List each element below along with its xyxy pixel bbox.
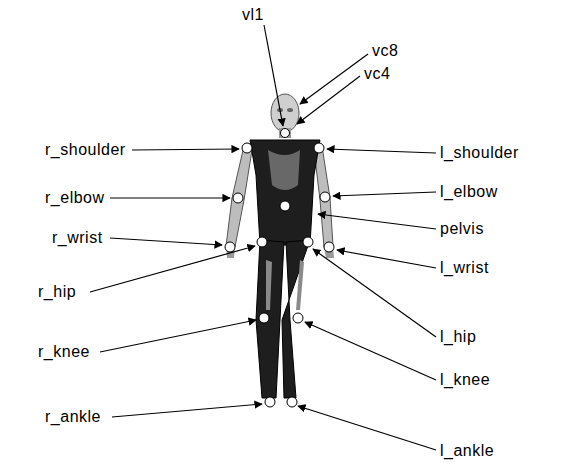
leg-highlight <box>296 260 304 310</box>
left-leg <box>282 240 310 398</box>
leader-line <box>297 76 360 124</box>
neck <box>279 128 291 138</box>
joint <box>293 313 303 323</box>
leader-line <box>333 192 436 196</box>
leader-line <box>318 214 436 229</box>
eye <box>287 108 293 112</box>
joint <box>324 242 334 252</box>
joint-label: l_elbow <box>440 183 498 201</box>
joint-label: l_wrist <box>440 259 489 277</box>
joint-label: r_shoulder <box>45 141 126 159</box>
joint <box>314 143 324 153</box>
body <box>226 94 334 398</box>
joint <box>280 201 290 211</box>
joint-label: l_shoulder <box>440 144 519 162</box>
joint <box>242 143 252 153</box>
leader-lines <box>90 25 436 450</box>
right-arm <box>226 146 252 247</box>
joint-label: vc4 <box>364 65 390 83</box>
joint-label: l_ankle <box>440 442 494 460</box>
joint <box>265 397 275 407</box>
leader-line <box>327 149 436 153</box>
joint <box>259 313 269 323</box>
joint <box>225 242 235 252</box>
right-leg <box>256 240 284 398</box>
chest-highlight <box>268 150 300 190</box>
joint <box>281 129 290 138</box>
joint <box>287 397 297 407</box>
joint-label: r_hip <box>38 283 76 301</box>
joints <box>225 129 334 408</box>
leader-line <box>298 406 436 450</box>
joint-label: r_elbow <box>45 189 105 207</box>
joint-label: r_knee <box>38 343 90 361</box>
leader-line <box>110 197 230 198</box>
leader-line <box>132 149 239 150</box>
leader-line <box>90 246 255 292</box>
leader-line <box>337 250 436 268</box>
joint-label: vl1 <box>242 6 264 24</box>
torso <box>250 140 320 245</box>
joint-label: vc8 <box>372 42 398 60</box>
head <box>271 94 299 132</box>
joint <box>303 237 313 247</box>
leader-line <box>305 322 436 380</box>
leader-line <box>100 320 256 352</box>
joint <box>233 193 243 203</box>
leader-line <box>110 238 222 245</box>
joint-label: r_wrist <box>52 229 103 247</box>
leg-highlight <box>266 260 272 310</box>
joint <box>320 192 330 202</box>
joint-label: pelvis <box>440 220 484 238</box>
joint <box>257 237 267 247</box>
joint-label: r_ankle <box>45 408 101 426</box>
leader-line <box>264 25 283 126</box>
joint-label: l_knee <box>440 371 490 389</box>
joint-label: l_hip <box>440 328 476 346</box>
leader-line <box>112 404 262 417</box>
leader-line <box>313 249 436 337</box>
